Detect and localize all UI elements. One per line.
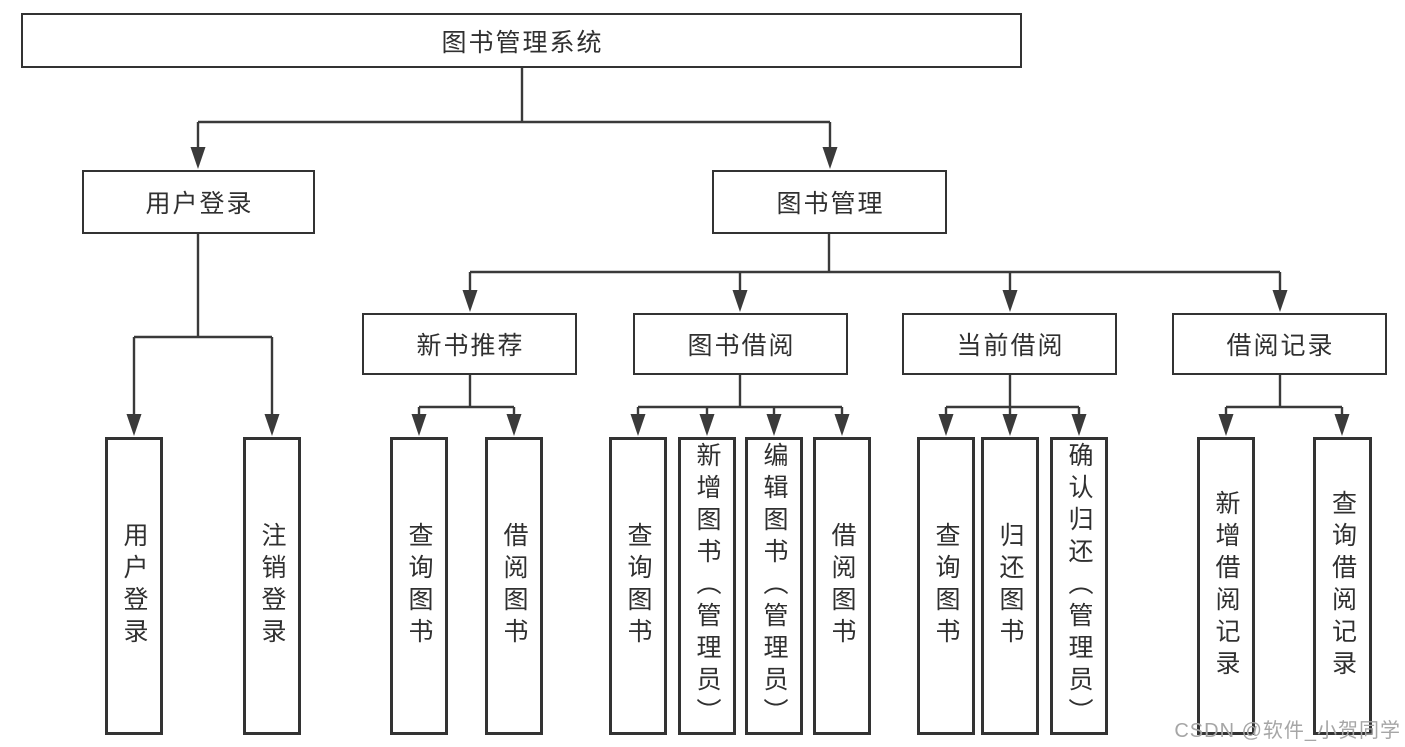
connector-root-to-level2 (190, 68, 838, 169)
arrowhead-icon (938, 414, 954, 436)
arrowhead-icon (822, 147, 838, 169)
leaf-current-query-book: 查询图书 (917, 437, 975, 735)
arrowhead-icon (699, 414, 715, 436)
node-borrow-record: 借阅记录 (1172, 313, 1387, 375)
arrowhead-icon (1272, 290, 1288, 312)
leaf-newbook-query-book: 查询图书 (390, 437, 448, 735)
leaf-borrow-query-book: 查询图书 (609, 437, 667, 735)
node-book-management: 图书管理 (712, 170, 947, 234)
arrowhead-icon (1071, 414, 1087, 436)
arrowhead-icon (1218, 414, 1234, 436)
connector-book-borrow-to-children (630, 375, 850, 436)
node-user-login: 用户登录 (82, 170, 315, 234)
connector-new-book-to-children (411, 375, 522, 436)
arrowhead-icon (732, 290, 748, 312)
watermark-text: CSDN @软件_小贺同学 (1174, 720, 1401, 742)
leaf-current-return-book: 归还图书 (981, 437, 1039, 735)
connector-current-borrow-to-children (938, 375, 1087, 436)
node-root: 图书管理系统 (21, 13, 1022, 68)
arrowhead-icon (834, 414, 850, 436)
arrowhead-icon (462, 290, 478, 312)
leaf-record-add-borrow-record: 新增借阅记录 (1197, 437, 1255, 735)
leaf-user-login: 用户登录 (105, 437, 163, 735)
arrowhead-icon (264, 414, 280, 436)
node-new-book-recommend: 新书推荐 (362, 313, 577, 375)
connector-borrow-record-to-children (1218, 375, 1350, 436)
arrowhead-icon (1002, 414, 1018, 436)
leaf-logout: 注销登录 (243, 437, 301, 735)
leaf-borrow-borrow-book: 借阅图书 (813, 437, 871, 735)
connector-user-login-to-children (126, 234, 280, 436)
arrowhead-icon (1002, 290, 1018, 312)
leaf-newbook-borrow-book: 借阅图书 (485, 437, 543, 735)
arrowhead-icon (190, 147, 206, 169)
arrowhead-icon (630, 414, 646, 436)
leaf-record-query-borrow-record: 查询借阅记录 (1313, 437, 1372, 735)
node-book-borrow: 图书借阅 (633, 313, 848, 375)
leaf-borrow-add-book-admin: 新增图书（管理员） (678, 437, 736, 735)
connector-book-management-to-level3 (462, 234, 1288, 312)
arrowhead-icon (411, 414, 427, 436)
leaf-current-confirm-return-admin: 确认归还（管理员） (1050, 437, 1108, 735)
arrowhead-icon (126, 414, 142, 436)
arrowhead-icon (506, 414, 522, 436)
arrowhead-icon (766, 414, 782, 436)
node-current-borrow: 当前借阅 (902, 313, 1117, 375)
arrowhead-icon (1334, 414, 1350, 436)
leaf-borrow-edit-book-admin: 编辑图书（管理员） (745, 437, 803, 735)
